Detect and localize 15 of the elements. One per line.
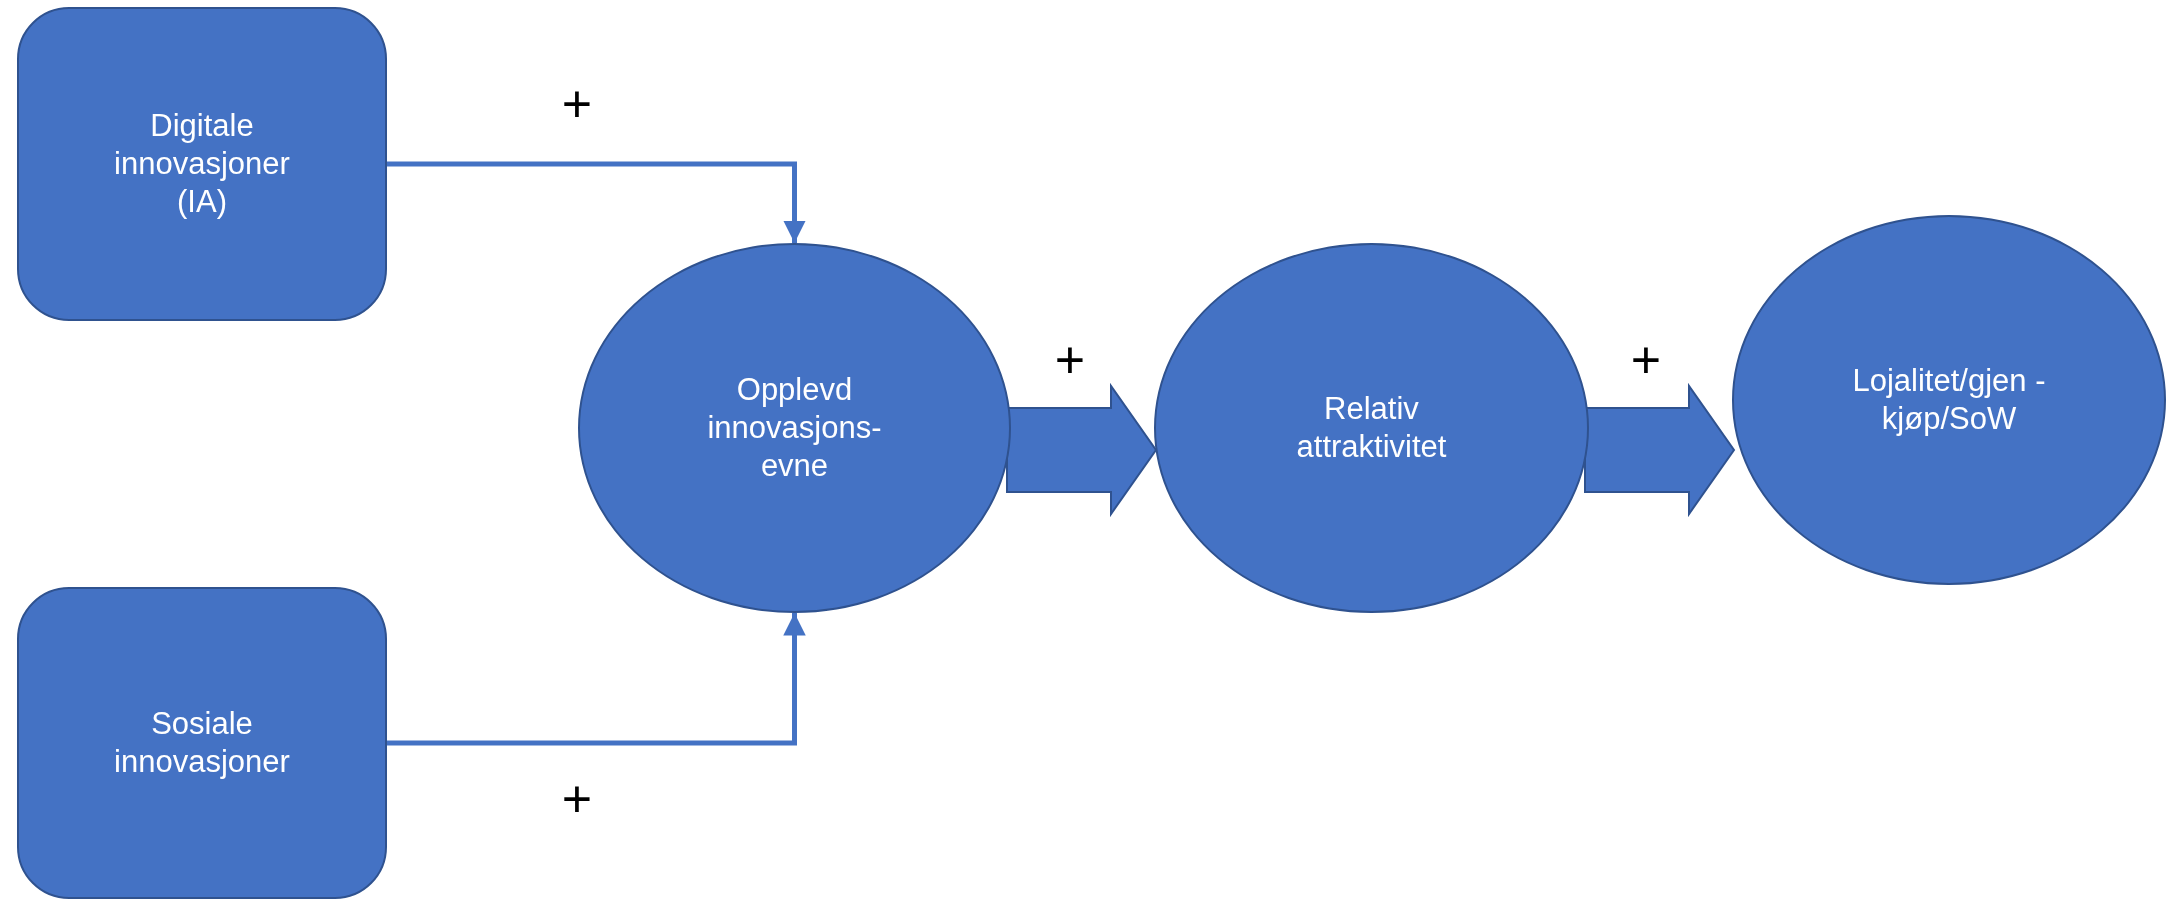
node-label: Digitale innovasjoner (IA) (113, 107, 291, 221)
rounded-box (17, 587, 387, 899)
plus-sign: + (561, 78, 593, 130)
arrow (387, 613, 806, 746)
node-label: Lojalitet/gjen -kjøp/SoW (1851, 362, 2047, 438)
plus-sign: + (561, 773, 593, 825)
node-label: Sosiale innovasjoner (113, 705, 291, 781)
block-arrow (1006, 382, 1158, 518)
plus-sign: + (1054, 334, 1086, 386)
block-arrow (1584, 382, 1736, 518)
node-label: Opplevd innovasjons- evne (706, 371, 883, 485)
node-label: Relativ attraktivitet (1295, 390, 1448, 466)
plus-sign: + (1630, 334, 1662, 386)
rounded-box (17, 7, 387, 321)
arrow (387, 161, 806, 243)
